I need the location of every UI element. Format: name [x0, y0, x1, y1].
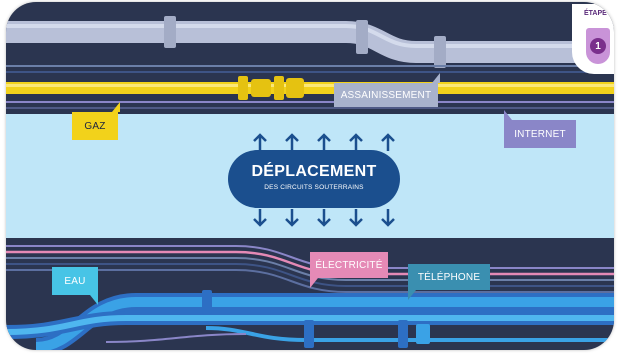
step-badge: ÉTAPE 1	[572, 4, 614, 74]
step-number: 1	[590, 38, 606, 54]
gas-pipe	[6, 76, 614, 100]
arrows-down	[253, 209, 395, 227]
displacement-bubble: DÉPLACEMENT DES CIRCUITS SOUTERRAINS	[228, 150, 400, 208]
label-pointer	[408, 290, 416, 300]
label-assainissement: ASSAINISSEMENT	[334, 83, 438, 107]
bubble-title: DÉPLACEMENT	[251, 163, 377, 180]
label-eau: EAU	[52, 267, 98, 295]
label-electricite: ÉLECTRICITÉ	[310, 252, 388, 278]
sewer-pipe	[6, 16, 614, 68]
label-pointer	[90, 295, 98, 305]
step-label: ÉTAPE	[584, 10, 607, 17]
label-pointer	[504, 110, 512, 120]
label-pointer	[432, 73, 440, 83]
label-internet: INTERNET	[504, 120, 576, 148]
label-telephone: TÉLÉPHONE	[408, 264, 490, 290]
label-gaz: GAZ	[72, 112, 118, 140]
label-pointer	[112, 102, 120, 112]
bubble-subtitle: DES CIRCUITS SOUTERRAINS	[264, 184, 364, 191]
water-pipes	[6, 290, 614, 350]
label-pointer	[310, 278, 318, 288]
arrows-up	[253, 133, 395, 151]
diagram-card: GAZ ASSAINISSEMENT INTERNET EAU ÉLECTRIC…	[6, 2, 614, 350]
